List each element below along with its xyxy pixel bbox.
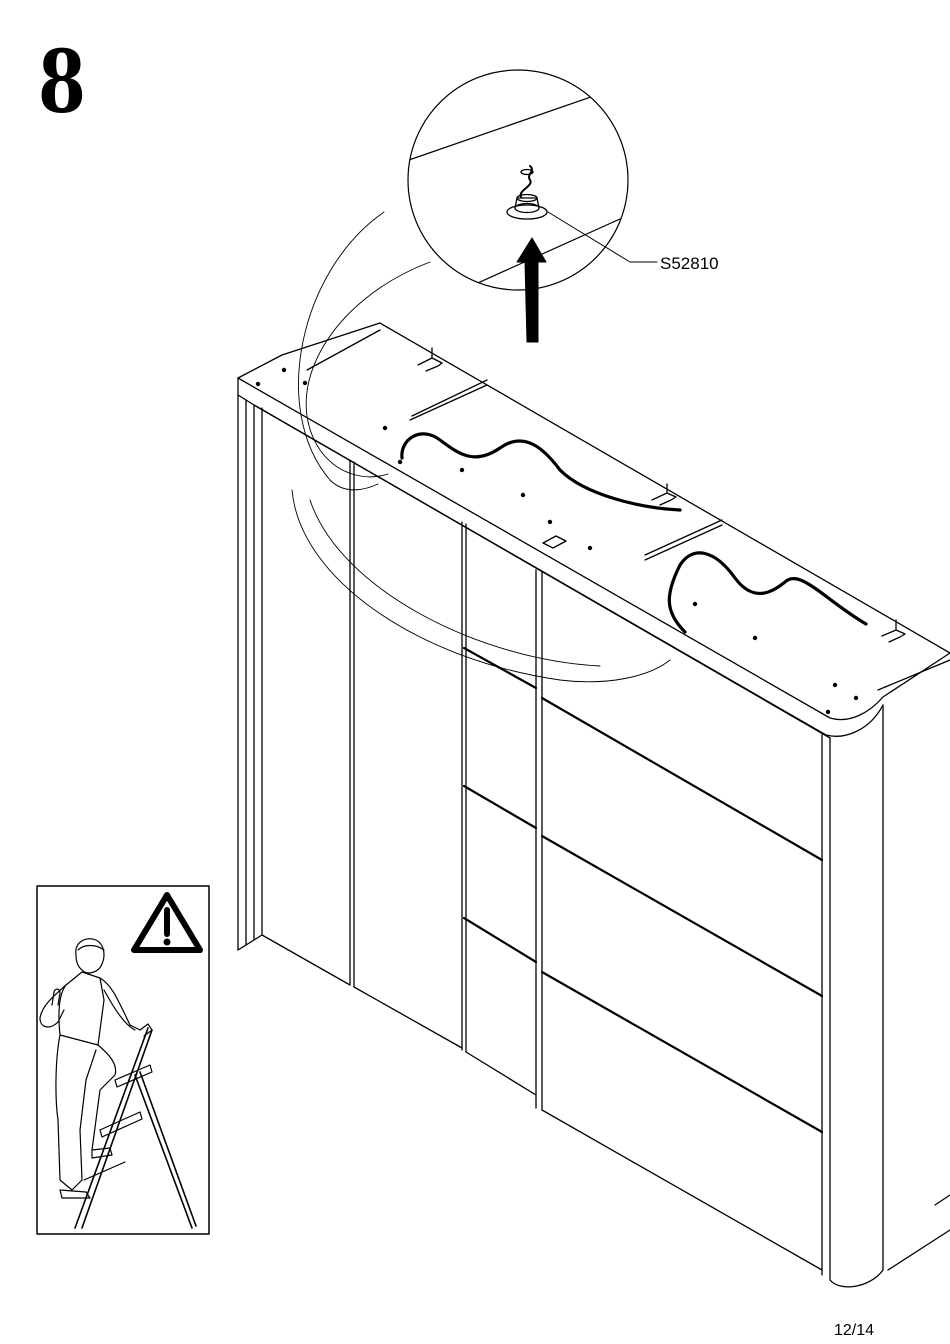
- page-number: 12/14: [834, 1322, 874, 1340]
- wardrobe: [238, 323, 950, 1287]
- warning-box: [37, 886, 209, 1234]
- part-code-label: S52810: [660, 254, 719, 274]
- fixing-holes: [256, 368, 858, 714]
- fitting-icon: [507, 166, 547, 219]
- person-on-ladder-icon: [40, 939, 196, 1228]
- cables: [402, 434, 866, 632]
- warning-triangle-icon: [134, 895, 200, 950]
- motion-arcs: [292, 212, 670, 682]
